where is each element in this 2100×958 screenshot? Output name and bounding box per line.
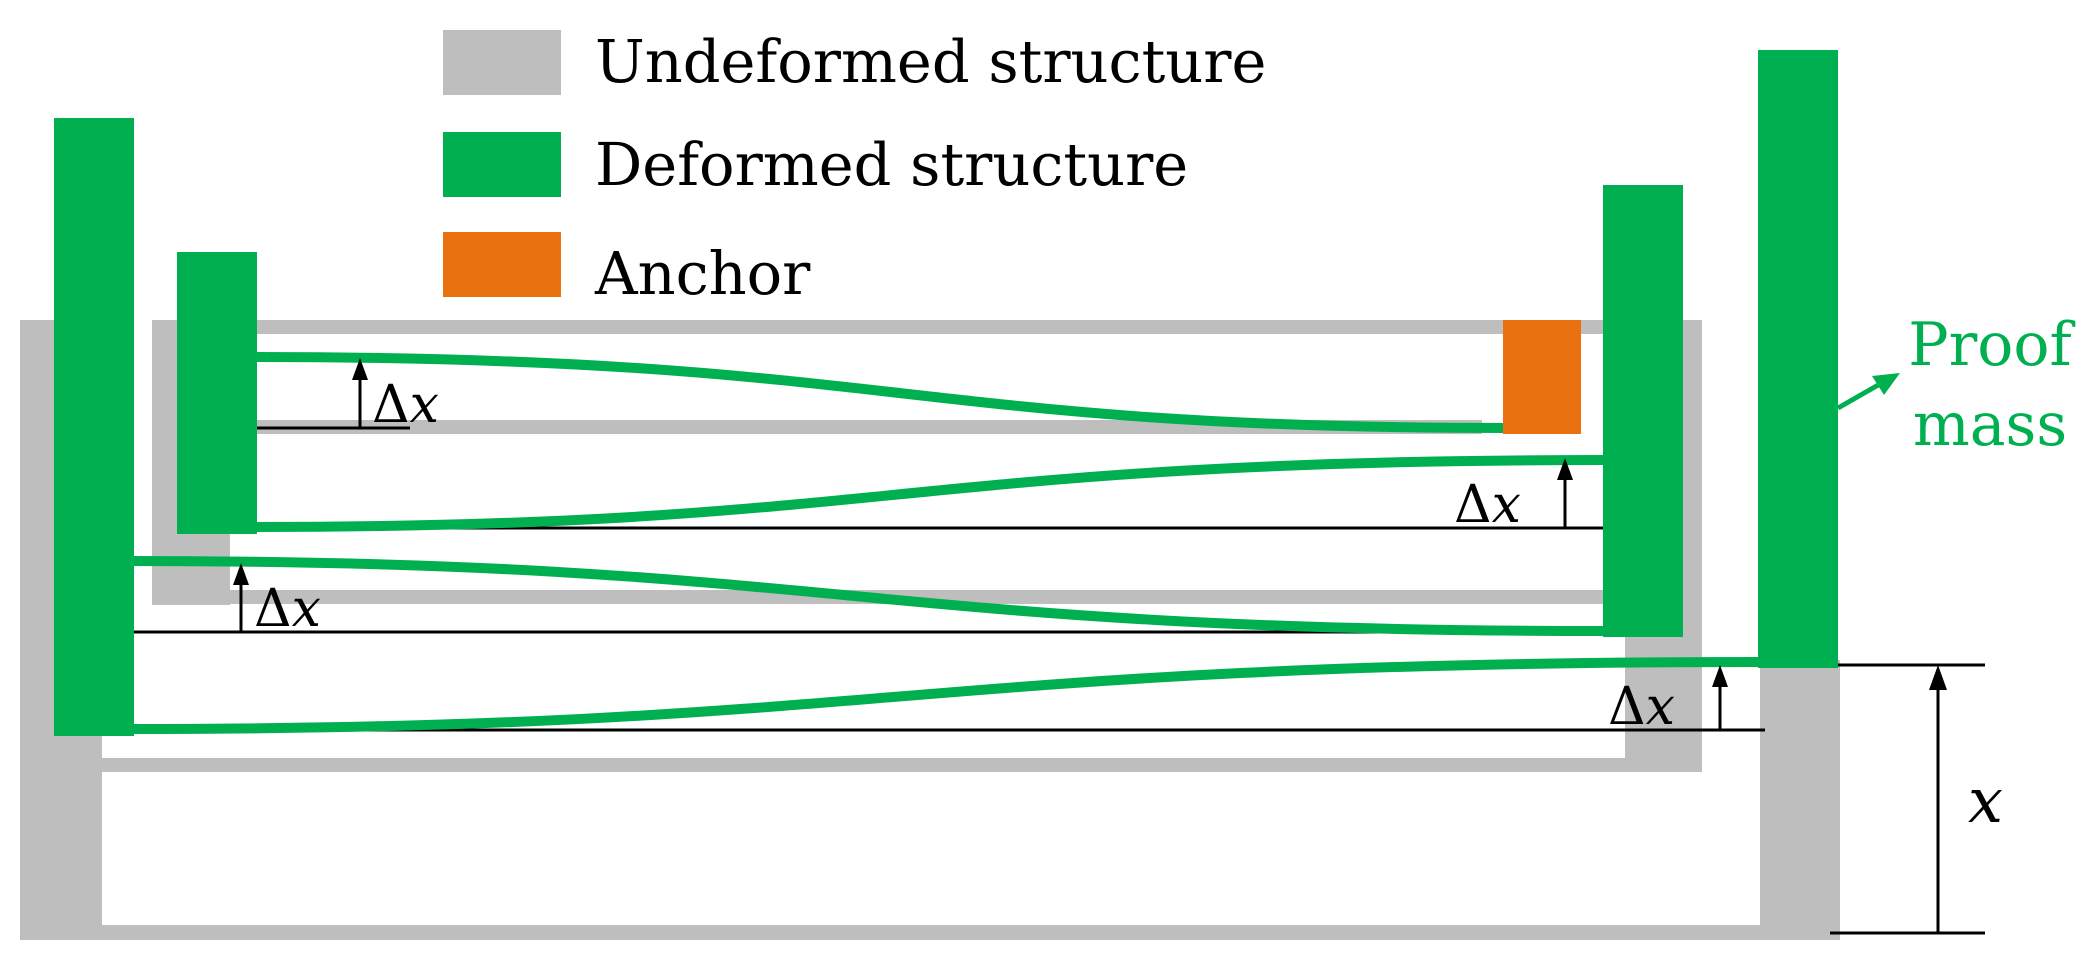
- undeformed-proof-mass-post: [1760, 660, 1840, 940]
- delta-x-arrowhead-2: [1557, 458, 1573, 480]
- delta-x-label-4: Δx: [1608, 677, 1675, 737]
- undeformed-outer-frame-bottom: [20, 925, 1840, 940]
- deformed-proof-mass: [1758, 50, 1838, 668]
- undeformed-middle-frame-top: [152, 320, 1702, 334]
- proof-mass-arrowhead: [1872, 373, 1900, 395]
- delta-x-arrowhead-4: [1712, 665, 1728, 687]
- legend-label-deformed: Deformed structure: [595, 130, 1188, 199]
- legend-swatch-deformed: [443, 132, 561, 197]
- delta-x-arrowhead-3: [233, 563, 249, 585]
- legend-swatch-undeformed: [443, 30, 561, 95]
- legend-label-anchor: Anchor: [594, 239, 811, 308]
- proof-mass-label-line2: mass: [1913, 390, 2067, 460]
- deformed-middle-post: [1603, 185, 1683, 637]
- deformed-beam-1: [254, 352, 1506, 433]
- delta-x-label-2: Δx: [1454, 475, 1521, 535]
- delta-x-label-3: Δx: [254, 579, 321, 639]
- deformed-inner-post: [177, 252, 257, 534]
- anchor: [1503, 320, 1581, 434]
- delta-x-arrowhead-1: [352, 358, 368, 380]
- delta-x-annotations: Δx Δx Δx Δx: [233, 358, 1728, 737]
- undeformed-middle-frame-bottom: [100, 758, 1702, 772]
- undeformed-inner-beam-upper: [152, 420, 1482, 434]
- proof-mass-pointer: Proof mass: [1836, 310, 2076, 460]
- reference-lines: [128, 356, 1985, 935]
- deformed-beam-4: [129, 657, 1763, 734]
- displacement-label: x: [1968, 764, 2003, 837]
- delta-x-label-1: Δx: [372, 375, 439, 435]
- deformed-outer-post: [54, 118, 134, 736]
- displacement-arrowhead: [1929, 665, 1947, 690]
- legend: Undeformed structure Deformed structure …: [443, 27, 1266, 308]
- deformed-structure: [54, 50, 1838, 736]
- deformed-beam-3: [129, 556, 1606, 636]
- displacement-annotation: x: [1929, 665, 2003, 933]
- deformed-beam-2: [254, 455, 1606, 532]
- legend-swatch-anchor: [443, 232, 561, 297]
- legend-label-undeformed: Undeformed structure: [595, 27, 1266, 96]
- proof-mass-arrow: [1836, 381, 1882, 411]
- proof-mass-label-line1: Proof: [1908, 310, 2075, 380]
